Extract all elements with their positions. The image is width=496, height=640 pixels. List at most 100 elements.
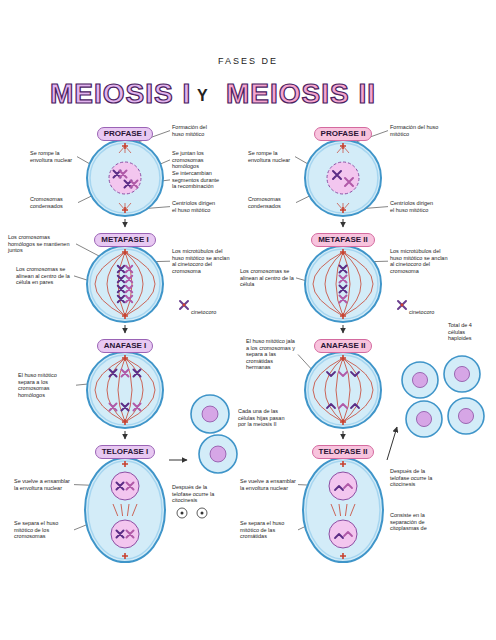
chromatid xyxy=(327,372,335,376)
annotation-note: Los cromosomas homólogos se mantienen ju… xyxy=(8,234,74,254)
cell-illustration xyxy=(82,456,168,564)
cell-membrane xyxy=(305,246,381,322)
phase-cell: PROFASE I xyxy=(82,122,168,218)
centriole xyxy=(122,143,128,149)
chromosome xyxy=(122,370,129,377)
aster-ray xyxy=(125,146,131,153)
chromosome xyxy=(134,404,141,411)
centriole xyxy=(122,355,128,361)
phase-label: ANAFASE I xyxy=(97,339,154,353)
spindle-fiber xyxy=(125,358,155,422)
daughter-cells: Total de 4 células haploides xyxy=(398,322,490,437)
spindle-fiber xyxy=(313,358,343,422)
aster-ray xyxy=(119,203,125,210)
spindle-fiber xyxy=(343,358,373,422)
phase-cell: ANAFASE I xyxy=(82,334,168,430)
annotation-note: Se rompe la envoltura nuclear xyxy=(30,150,75,163)
aster-ray xyxy=(125,203,131,210)
annotation-note: Cromosomas condensados xyxy=(248,196,294,209)
spindle-remnant xyxy=(132,504,137,516)
daughter-nucleus xyxy=(454,366,469,381)
annotation-note: Formación del huso mitótico xyxy=(390,124,440,137)
phase-arrow xyxy=(343,325,344,333)
chromosome xyxy=(117,483,124,490)
spindle-fiber xyxy=(125,252,132,316)
cell-membrane xyxy=(85,458,165,562)
centriole xyxy=(122,249,128,255)
chromatid xyxy=(344,532,352,536)
daughter-cell xyxy=(448,398,484,434)
cell-membrane xyxy=(87,246,163,322)
spindle-fiber xyxy=(336,358,343,422)
spindle-fiber xyxy=(343,252,350,316)
annotation-note: Se vuelve a ensamblar la envoltura nucle… xyxy=(14,478,72,491)
phase-cell: TELOFASE II xyxy=(300,440,386,564)
cell-illustration xyxy=(300,456,386,564)
aster-ray xyxy=(343,203,349,210)
nucleus xyxy=(329,520,357,548)
phase-arrow xyxy=(125,431,126,439)
annotation-note: Se vuelve a ensamblar la envoltura nucle… xyxy=(240,478,296,491)
phase-arrow xyxy=(343,431,344,439)
phase-cell: ANAFASE II xyxy=(300,334,386,430)
phase-cell: TELOFASE I xyxy=(82,440,168,564)
cell-rim xyxy=(88,461,162,559)
daughter-nucleus xyxy=(458,408,473,423)
spindle-remnant xyxy=(121,504,123,516)
annotation-note: Se intercambian segmentos durante la rec… xyxy=(172,170,220,190)
chromosome xyxy=(118,296,124,302)
cell-membrane xyxy=(87,352,163,428)
phase-arrow xyxy=(169,460,187,461)
cell-rim xyxy=(90,355,160,425)
chromosome-icon xyxy=(180,301,188,309)
chromatid xyxy=(327,404,335,408)
chromosome xyxy=(118,276,124,282)
phase-label: TELOFASE II xyxy=(312,445,375,459)
cytokinesis-doodle xyxy=(177,508,207,518)
chromatid xyxy=(335,534,343,538)
daughter-cell xyxy=(199,435,237,473)
cell-rim xyxy=(90,249,160,319)
cell-illustration xyxy=(82,244,168,324)
chromosome xyxy=(126,266,132,272)
phase-arrow xyxy=(125,325,126,333)
centriole xyxy=(340,143,346,149)
conjunction-label: Y xyxy=(197,88,209,104)
small-nucleus-icon xyxy=(181,512,184,515)
centriole xyxy=(122,207,128,213)
kinetochore-icon xyxy=(398,301,406,309)
chromosome xyxy=(134,370,141,377)
section-heading: MEIOSIS I xyxy=(50,80,191,108)
nucleus xyxy=(327,162,359,194)
spindle-fiber xyxy=(325,252,343,316)
centriole xyxy=(340,553,346,559)
annotation-note: Los microtúbulos del huso mitótico se an… xyxy=(390,248,448,274)
small-cell-icon xyxy=(197,508,207,518)
chromosome xyxy=(126,296,132,302)
cell-illustration xyxy=(300,138,386,218)
chromosome xyxy=(118,286,124,292)
spindle-fiber xyxy=(336,252,343,316)
small-nucleus-icon xyxy=(201,512,204,515)
phase-label: PROFASE I xyxy=(97,127,154,141)
annotation-note: Se rompe la envoltura nuclear xyxy=(248,150,293,163)
phase-arrow xyxy=(343,219,344,227)
annotation-note: Centríolos dirigen el huso mitótico xyxy=(172,200,218,213)
chromosome xyxy=(117,531,124,538)
annotation-note: Los cromosomas se alinean al centro de l… xyxy=(16,266,72,286)
spindle-remnant xyxy=(345,504,347,516)
spindle-fiber xyxy=(325,358,343,422)
chromosome xyxy=(126,286,132,292)
centriole xyxy=(122,313,128,319)
nucleus xyxy=(329,472,357,500)
chromosome xyxy=(340,276,347,283)
nucleus xyxy=(109,162,141,194)
group-note: Cada una de las células hijas pasan por … xyxy=(238,408,286,428)
chromatid xyxy=(351,372,359,376)
chromosome xyxy=(122,404,129,411)
cell-rim xyxy=(306,461,380,559)
chromosome xyxy=(131,181,138,188)
cell-rim xyxy=(308,355,378,425)
annotation-note: Se separa el huso mitótico de las cromát… xyxy=(240,520,296,540)
